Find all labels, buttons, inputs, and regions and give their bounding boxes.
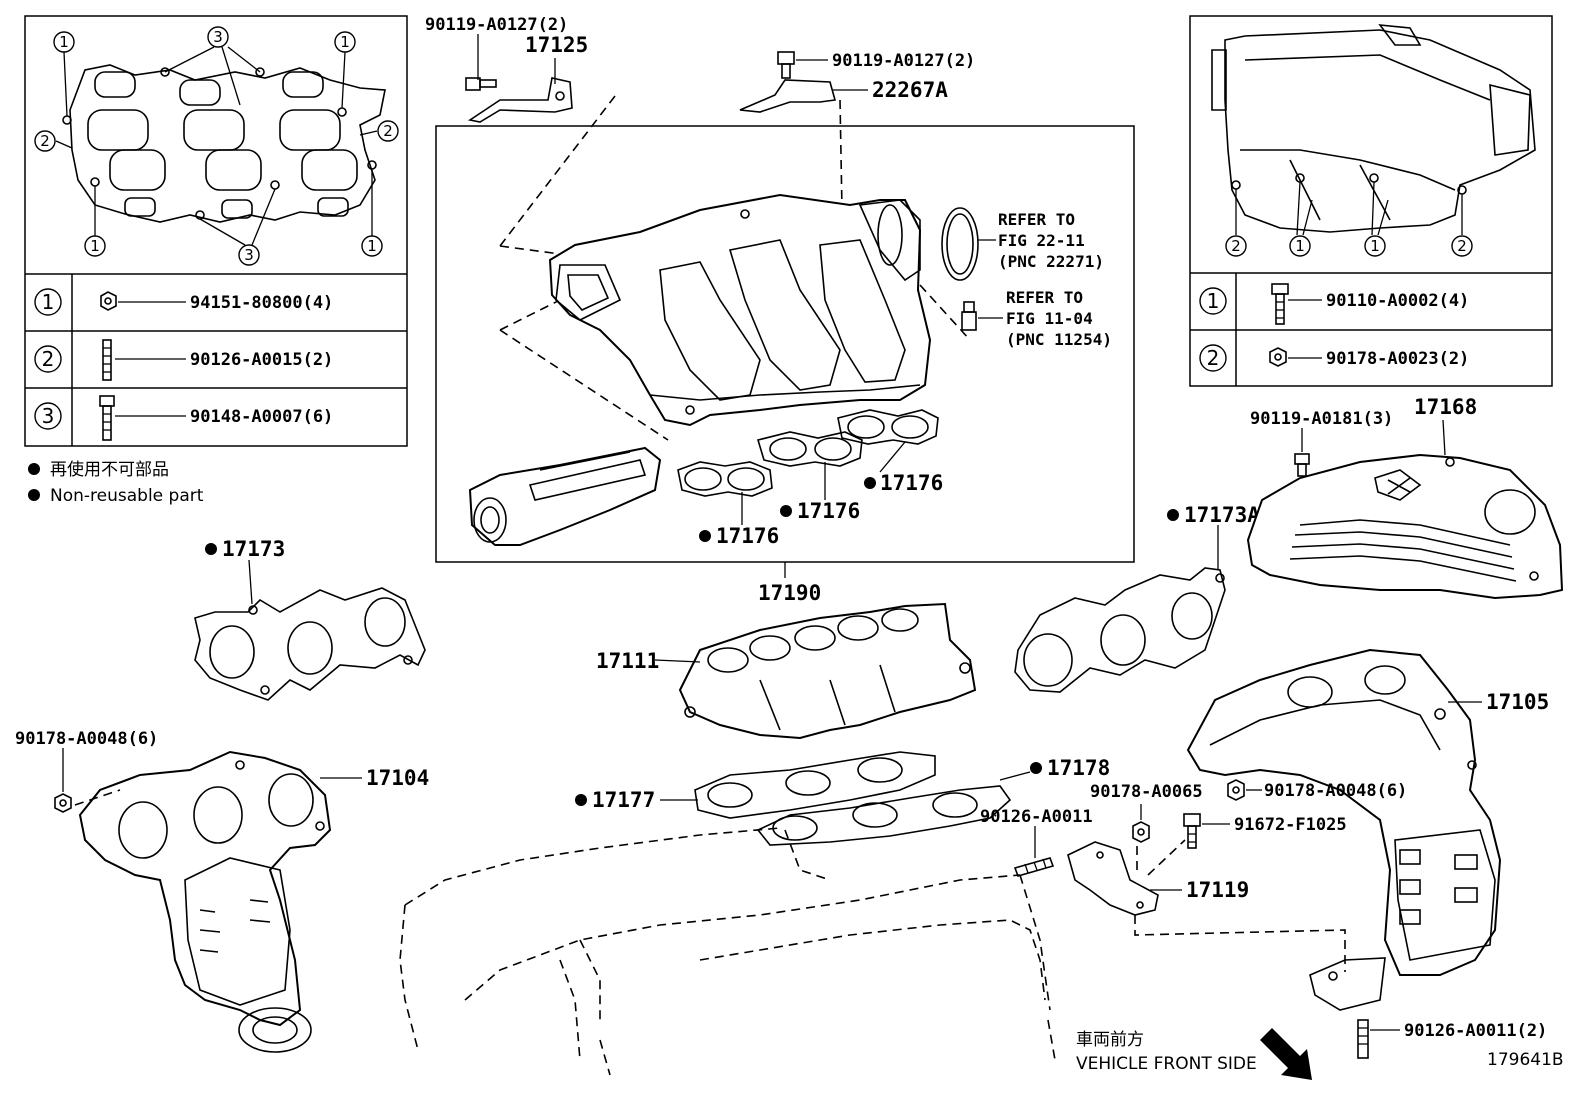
inset-right-callout-2a: 2 [1231,237,1241,255]
front-jp: 車両前方 [1076,1030,1144,1050]
label-refer1-a: REFER TO [998,210,1075,229]
bolt-icon [465,77,497,91]
arrow-down-right-icon [1260,1028,1312,1080]
label-17125: 17125 [525,33,588,57]
exhaust-manifold-17104 [78,750,332,1053]
gasket-17176-set [677,409,939,497]
inset-left-row1-part: 94151-80800(4) [190,293,333,313]
inset-left-row2-part: 90126-A0015(2) [190,350,333,370]
legend-jp: 再使用不可部品 [50,459,169,480]
intake-manifold-17111 [678,602,977,740]
label-17111: 17111 [596,649,659,673]
inset-left-callout-2a: 2 [40,132,50,150]
inset-right-row2-index: 2 [1207,346,1220,370]
figure-id: 179641B [1487,1050,1564,1070]
front-en: VEHICLE FRONT SIDE [1076,1054,1257,1074]
inset-left-row3-index: 3 [42,404,55,428]
label-17190: 17190 [758,581,821,605]
inset-right-callout-1a: 1 [1295,237,1305,255]
inset-left-callout-1b: 1 [340,33,350,51]
stud-icon [1357,1019,1369,1059]
inset-right-row2-part: 90178-A0023(2) [1326,349,1469,369]
label-90178-A0065: 90178-A0065 [1090,782,1203,802]
label-17173A: 17173A [1184,503,1260,527]
bolt-icon [1183,813,1201,849]
nut-icon [1132,821,1150,843]
label-17104: 17104 [366,766,429,790]
label-90126-A0011: 90126-A0011 [980,807,1093,827]
inset-right-row1-part: 90110-A0002(4) [1326,291,1469,311]
gasket-17177 [694,751,936,819]
label-17168: 17168 [1414,395,1477,419]
label-17176-a: 17176 [716,524,779,548]
label-refer2-a: REFER TO [1006,288,1083,307]
label-17177: 17177 [592,788,655,812]
stud-icon [1013,857,1055,877]
label-17105: 17105 [1486,690,1549,714]
label-17119: 17119 [1186,878,1249,902]
label-17173: 17173 [222,537,285,561]
legend: 再使用不可部品 Non-reusable part [28,459,204,506]
inset-left-callout-3b: 3 [244,246,254,264]
nut-icon [1227,779,1245,801]
inset-left-gasket [62,64,386,223]
nut-icon [100,291,117,311]
label-17176-b: 17176 [797,499,860,523]
label-90119-A0181: 90119-A0181(3) [1250,409,1393,429]
label-17178: 17178 [1047,756,1110,780]
label-90119-A0127-b: 90119-A0127(2) [832,51,975,71]
inset-left-callout-2b: 2 [383,122,393,140]
inset-left-row2-index: 2 [42,347,55,371]
inset-right-row1-index: 1 [1207,289,1220,313]
gasket-17178 [756,785,1012,846]
nut-icon [1269,347,1287,367]
inset-left: 1 1 3 2 2 1 1 3 1 2 3 94151-80800(4) 901… [24,15,408,447]
engine-block-outline [399,827,1056,1076]
label-refer1-b: FIG 22-11 [998,231,1085,250]
label-22267A: 22267A [872,78,948,102]
bracket-17119 [1067,841,1159,916]
exhaust-gasket-17173A [1014,567,1226,693]
label-91672-F1025: 91672-F1025 [1234,815,1347,835]
bracket-17125 [465,77,573,123]
nut-icon [54,793,72,813]
exhaust-gasket-17173 [194,587,426,701]
bolt-icon [1271,283,1289,325]
inset-right: 2 1 1 2 1 2 90110-A0002(4) 90178-A0023(2… [1189,15,1553,387]
inset-left-callout-1d: 1 [367,237,377,255]
vehicle-front-indicator: 車両前方 VEHICLE FRONT SIDE [1076,1028,1312,1080]
inset-left-callout-3a: 3 [213,28,223,46]
inset-left-row3-part: 90148-A0007(6) [190,407,333,427]
exhaust-manifold-17105 [1186,648,1502,1011]
bolt-icon [777,51,795,79]
label-90178-A0048-right: 90178-A0048(6) [1264,781,1407,801]
label-refer2-c: (PNC 11254) [1006,330,1112,349]
inset-left-callout-1a: 1 [59,33,69,51]
intake-pipe [468,446,662,546]
intake-assembly-frame: 17190 [435,125,1135,605]
o-ring [941,207,979,281]
label-90119-A0127-a: 90119-A0127(2) [425,15,568,35]
label-90126-A0011-2: 90126-A0011(2) [1404,1021,1547,1041]
label-refer1-c: (PNC 22271) [998,252,1104,271]
sensor-icon [961,301,977,331]
inset-right-callout-1b: 1 [1370,237,1380,255]
legend-en: Non-reusable part [50,486,204,506]
bracket-22267A [739,51,837,113]
heat-insulator-17168 [1246,453,1564,600]
bolt-icon [99,395,115,441]
label-17176-c: 17176 [880,471,943,495]
inset-right-callout-2b: 2 [1457,237,1467,255]
bolt-icon [1294,453,1310,477]
inset-left-callout-1c: 1 [90,237,100,255]
label-refer2-b: FIG 11-04 [1006,309,1093,328]
inset-left-row1-index: 1 [42,290,55,314]
label-90178-A0048-left: 90178-A0048(6) [15,729,158,749]
stud-icon [102,339,112,381]
intake-plenum [548,193,932,427]
